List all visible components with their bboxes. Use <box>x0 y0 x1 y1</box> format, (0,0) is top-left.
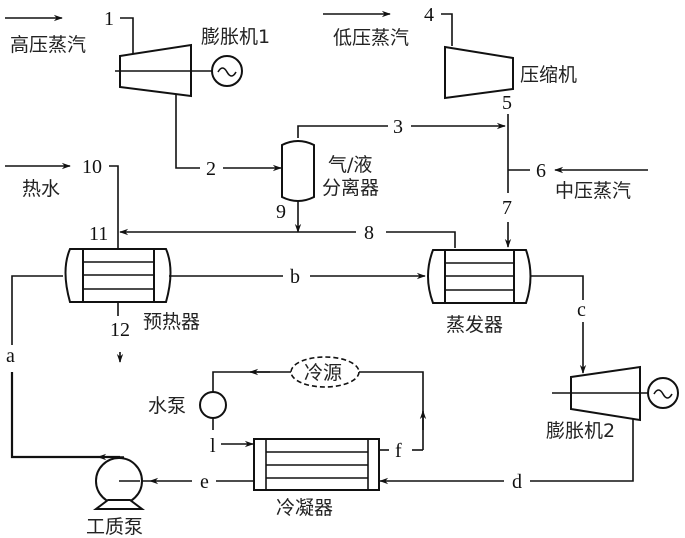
expander-2: 膨胀机2 d <box>379 365 679 493</box>
gas-liquid-separator: 3 气/液 分离器 9 <box>276 116 506 233</box>
line-d-a <box>530 419 634 482</box>
state-point-7: 7 <box>502 197 512 219</box>
line-2-a <box>175 94 200 169</box>
state-point-4: 4 <box>424 4 434 26</box>
state-point-9: 9 <box>276 201 286 223</box>
preheater-right-head <box>153 248 172 303</box>
low-pressure-steam-label: 低压蒸汽 <box>333 27 409 49</box>
condenser-label: 冷凝器 <box>276 497 333 519</box>
state-point-f: f <box>395 440 402 462</box>
high-pressure-steam-label: 高压蒸汽 <box>10 34 86 56</box>
evaporator-left-head <box>427 249 446 304</box>
compressor-body <box>444 45 514 100</box>
state-point-d: d <box>512 471 522 493</box>
working-pump-label: 工质泵 <box>86 516 143 538</box>
hot-water-label: 热水 <box>22 178 60 200</box>
state-point-8: 8 <box>364 222 374 244</box>
working-fluid-pump: 工质泵 <box>86 457 145 538</box>
preheater-label: 预热器 <box>143 311 200 333</box>
state-point-10: 10 <box>82 156 102 178</box>
expander-1-label: 膨胀机1 <box>201 26 270 48</box>
line-a-1 <box>11 275 63 345</box>
compressor-label: 压缩机 <box>520 64 577 86</box>
working-pump-base <box>93 499 145 510</box>
expander-1: 1 高压蒸汽 膨胀机1 2 <box>5 8 282 180</box>
state-point-12: 12 <box>110 319 130 341</box>
sine-wave-icon <box>653 389 673 399</box>
state-point-11: 11 <box>89 223 108 245</box>
line-10 <box>109 165 119 249</box>
compressor: 4 低压蒸汽 压缩机 5 6 中压蒸汽 7 <box>323 4 648 248</box>
line-c-a <box>530 275 584 300</box>
water-pump <box>199 391 227 419</box>
preheater-left-head <box>64 248 84 303</box>
water-pump-label: 水泵 <box>148 395 186 417</box>
state-point-5: 5 <box>502 92 512 114</box>
evaporator: 蒸发器 <box>427 249 532 336</box>
state-point-6: 6 <box>536 160 546 182</box>
separator-body <box>281 140 315 202</box>
state-point-c: c <box>577 299 586 321</box>
cold-source-label: 冷源 <box>304 362 342 384</box>
line-3-a <box>297 125 388 138</box>
evaporator-label: 蒸发器 <box>446 314 503 336</box>
medium-pressure-steam-label: 中压蒸汽 <box>555 180 631 202</box>
line-1 <box>120 17 134 54</box>
state-point-3: 3 <box>393 116 403 138</box>
cooling-loop: 冷源 水泵 l f <box>148 356 427 462</box>
state-point-l: l <box>210 435 216 457</box>
preheater: 10 热水 11 8 预热器 12 <box>5 156 456 363</box>
sine-wave-icon <box>217 67 237 77</box>
state-point-a: a <box>6 345 15 367</box>
line-8-a <box>386 231 456 248</box>
condenser: 冷凝器 <box>253 438 380 519</box>
expander-2-label: 膨胀机2 <box>546 420 615 442</box>
evaporator-right-head <box>513 249 532 304</box>
state-point-2: 2 <box>206 158 216 180</box>
state-point-b: b <box>290 266 300 288</box>
separator-label-line2: 分离器 <box>322 177 379 199</box>
state-point-1: 1 <box>104 8 114 30</box>
state-point-e: e <box>200 471 209 493</box>
line-4 <box>441 13 453 46</box>
separator-label-line1: 气/液 <box>328 154 372 176</box>
line-a-2 <box>10 372 120 459</box>
supply-line <box>212 371 291 392</box>
